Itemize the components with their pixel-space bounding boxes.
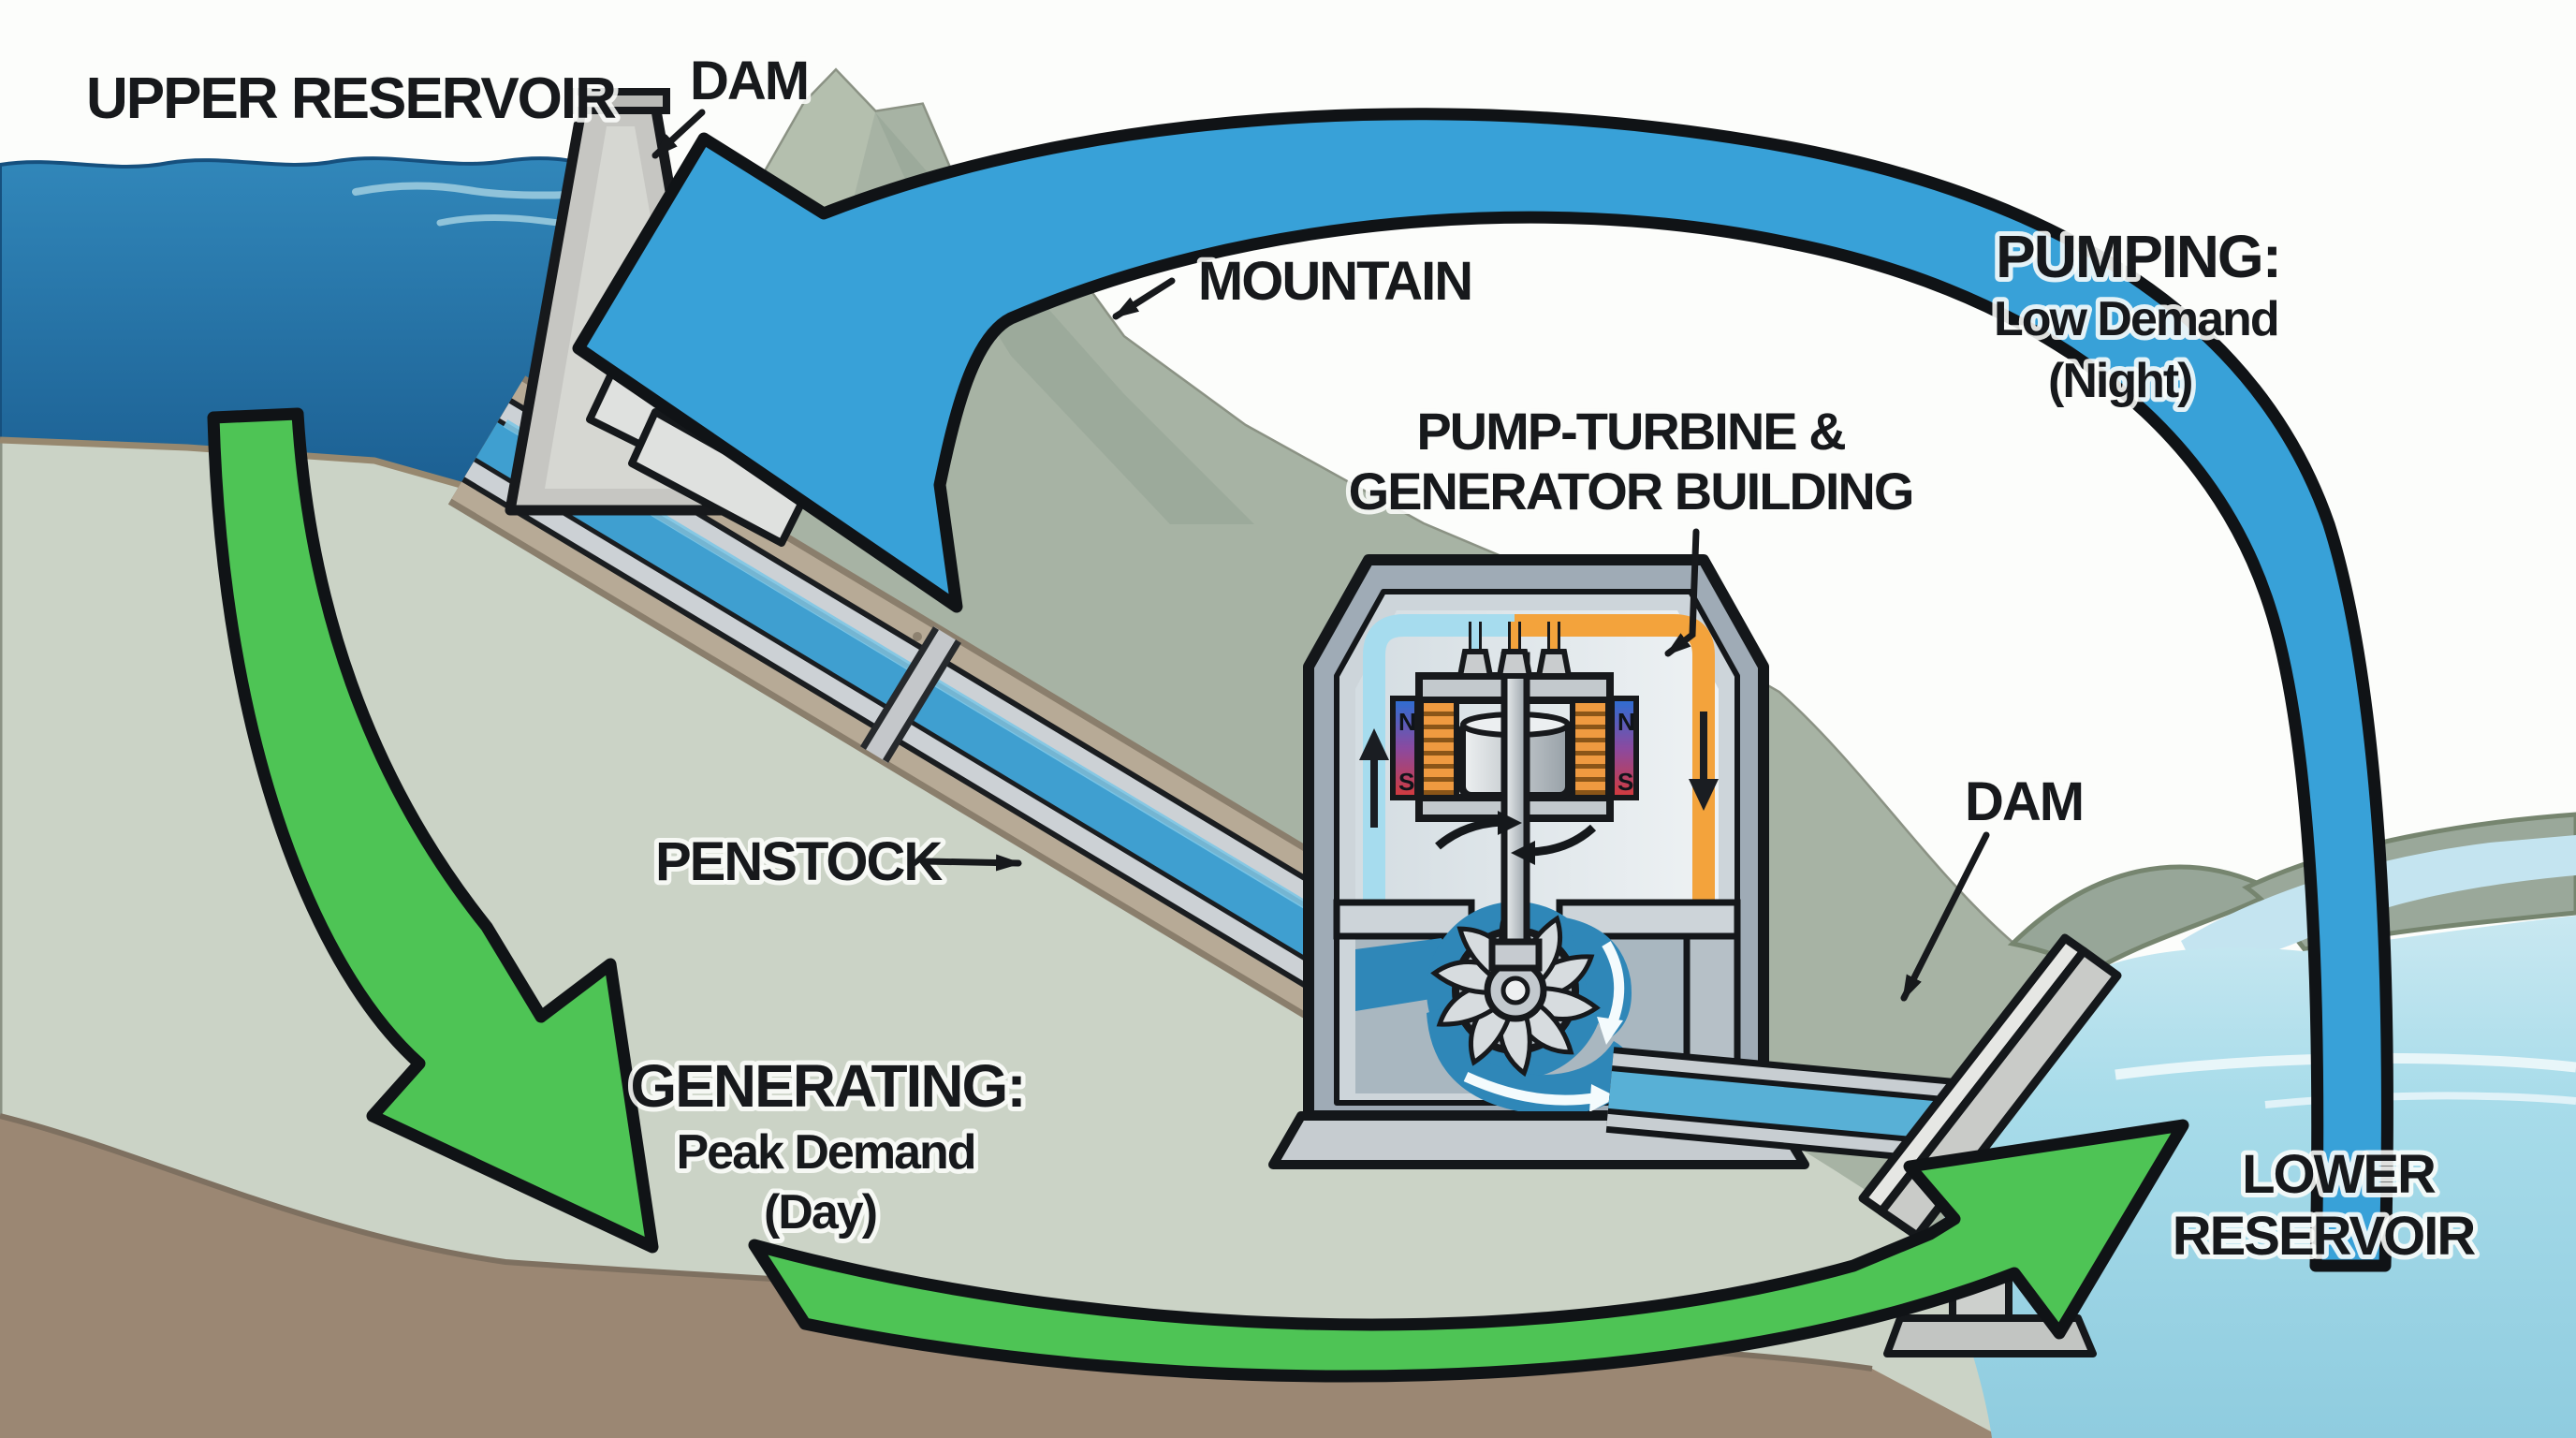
penstock-pointer: [921, 854, 1022, 872]
penstock-expansion-joint: [860, 626, 961, 763]
magnet-pole-label: N: [1398, 708, 1416, 736]
penstock-pipe: [476, 422, 1420, 1012]
lower-reservoir-water: [1934, 916, 2576, 1438]
rotation-arrow-icon: [1435, 811, 1597, 865]
water-ripple: [2264, 1092, 2576, 1108]
dam-upper-label: DAM: [690, 51, 808, 111]
bushings: [1456, 622, 1573, 679]
generating-label-line3: (Day): [764, 1185, 876, 1240]
pump-turbine-pointer: [1664, 528, 1700, 657]
magnet-pole-label: N: [1617, 708, 1635, 736]
lower-dam-base-slab: [1883, 1314, 2097, 1357]
magnet-pole-label: S: [1398, 768, 1414, 796]
duct-down-arrow-icon: [1689, 712, 1719, 811]
generating-arrow-bottom: [748, 1119, 2189, 1383]
mountain-pointer: [1112, 277, 1176, 320]
upper-reservoir-label: UPPER RESERVOIR: [86, 66, 616, 131]
dam-upper-pointer: [651, 109, 706, 159]
generating-label-line2: Peak Demand: [676, 1125, 974, 1180]
penstock-label: PENSTOCK: [655, 831, 943, 892]
mountain-label: MOUNTAIN: [1198, 251, 1471, 312]
generator: N S N S: [1390, 622, 1639, 972]
shaft: [1500, 652, 1530, 949]
tailrace-water: [1608, 1071, 1975, 1142]
flow-arrow-icon: [1597, 941, 1625, 1045]
floor-beam: [1333, 899, 1475, 940]
lower-reservoir-label-line1: LOWER: [2242, 1144, 2436, 1205]
stator-coil-right: [1570, 697, 1611, 800]
labels: UPPER RESERVOIR DAM MOUNTAIN PUMP-TURBIN…: [81, 46, 2482, 1271]
magnet-left: [1390, 696, 1420, 800]
pumping-label: PUMPING: Low Demand (Night): [1989, 218, 2287, 413]
cold-duct-blue: [1363, 614, 1515, 936]
generating-arrows: [207, 407, 2189, 1383]
magnet-pole-label: S: [1617, 768, 1633, 796]
turbine-runner: [1430, 903, 1601, 1078]
generating-label-line1: GENERATING:: [630, 1052, 1024, 1120]
duct-up-arrow-icon: [1359, 728, 1389, 828]
penstock: [447, 375, 1448, 1059]
dam-crest: [567, 88, 670, 114]
dam-lower-pointer: [1900, 831, 1990, 1002]
generating-label: GENERATING: Peak Demand (Day): [625, 1048, 1031, 1244]
pumping-label-line2: Low Demand: [1994, 292, 2278, 346]
flow-arrow-icon: [1463, 1072, 1617, 1112]
dam-lower-label: DAM: [1965, 771, 2083, 832]
shaft-collar: [1488, 938, 1543, 972]
lower-reservoir-label: LOWER RESERVOIR: [2168, 1139, 2482, 1271]
pumping-label-line3: (Night): [2048, 354, 2191, 408]
powerhouse: N S N S: [1268, 554, 1809, 1169]
magnet-right: [1609, 696, 1639, 800]
pump-turbine-label-line1: PUMP-TURBINE &: [1416, 402, 1845, 461]
pump-turbine-label-line2: GENERATOR BUILDING: [1349, 462, 1913, 521]
upper-reservoir-water: [0, 156, 593, 505]
generating-arrow-down: [207, 407, 659, 1254]
pumping-label-line1: PUMPING:: [1996, 223, 2280, 290]
tailrace: [1605, 1047, 1978, 1167]
hot-duct-orange: [1515, 614, 1715, 936]
pumping-arrow: [572, 108, 2393, 1272]
lower-reservoir-label-line2: RESERVOIR: [2173, 1206, 2476, 1267]
stator-coil-left: [1418, 697, 1459, 800]
